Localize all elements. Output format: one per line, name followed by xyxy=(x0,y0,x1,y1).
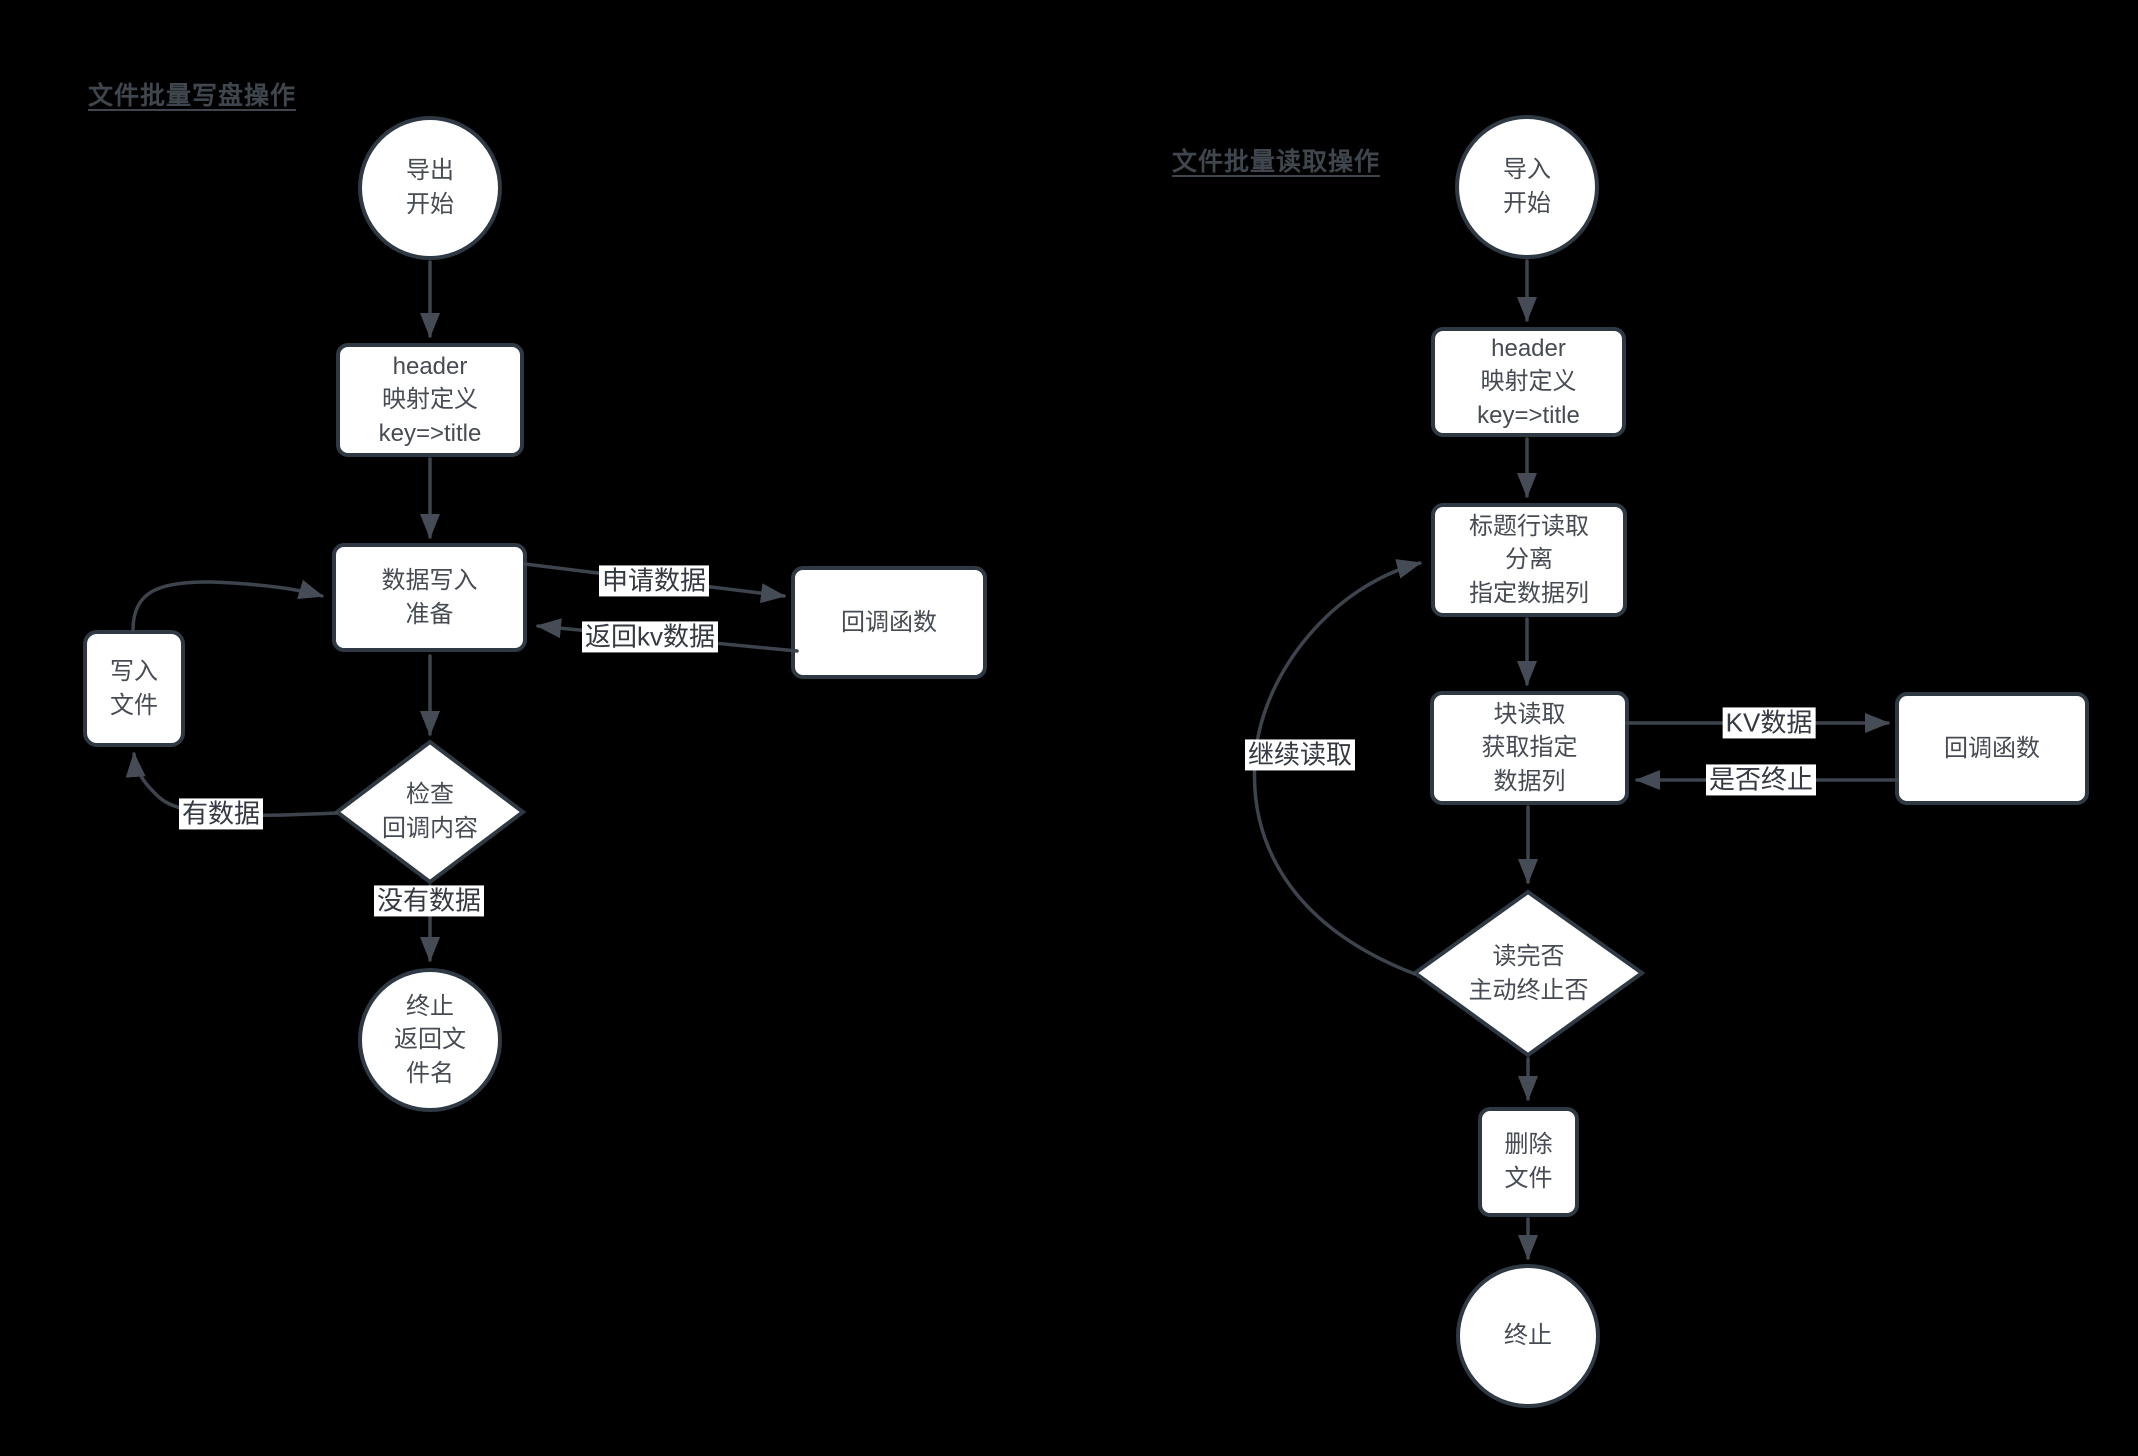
left-edge-return-kv xyxy=(536,618,799,653)
left-edge-write-to-prepare xyxy=(131,579,324,632)
left-check-decision-node xyxy=(333,739,527,885)
right-header-node xyxy=(1431,327,1626,437)
right-block-read-node xyxy=(1430,691,1629,805)
left-callback-node xyxy=(791,566,987,679)
left-header-node xyxy=(336,343,524,457)
left-write-file-node xyxy=(83,630,185,747)
left-prepare-node xyxy=(332,543,527,652)
left-end-node xyxy=(358,968,502,1112)
left-edge-request-data xyxy=(523,562,786,604)
right-edge-continue-read xyxy=(1252,559,1422,976)
right-callback-node xyxy=(1895,692,2089,805)
left-start-node xyxy=(358,116,502,260)
right-check-decision-node xyxy=(1411,889,1646,1058)
right-start-node xyxy=(1455,115,1599,259)
right-end-node xyxy=(1456,1264,1600,1408)
right-delete-file-node xyxy=(1478,1107,1579,1217)
right-chart-title: 文件批量读取操作 xyxy=(1172,148,1381,176)
left-edge-has-data xyxy=(125,752,339,818)
right-title-row-node xyxy=(1431,503,1627,617)
left-chart-title: 文件批量写盘操作 xyxy=(88,82,297,110)
